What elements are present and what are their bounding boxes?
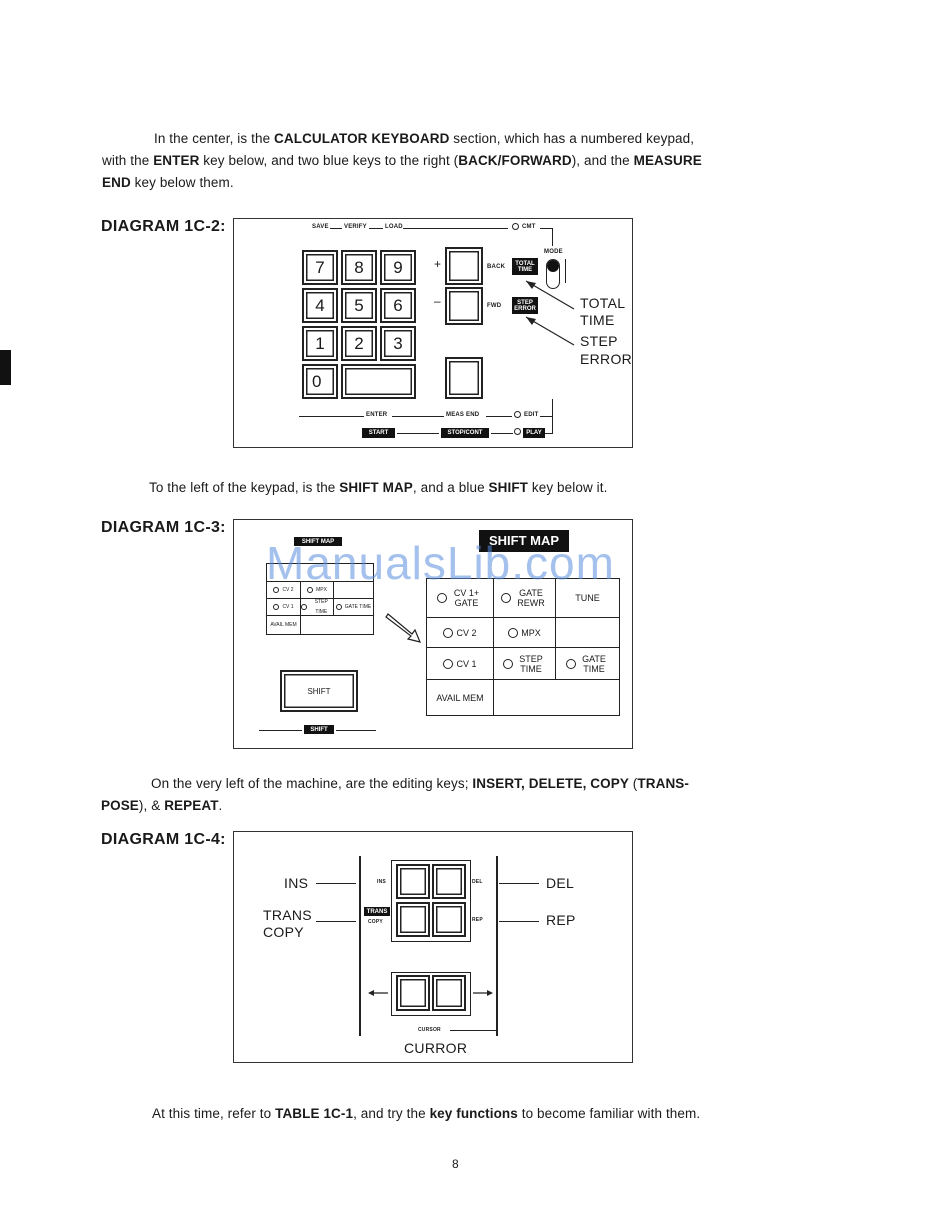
- fwd-key[interactable]: [445, 287, 483, 325]
- cursor-keys-panel: [391, 972, 471, 1016]
- intro-paragraph: In the center, is the CALCULATOR KEYBOAR…: [102, 131, 702, 190]
- small-mpx: MPX: [316, 587, 327, 593]
- enter-key[interactable]: [341, 364, 416, 399]
- gate-time-cell: GATE TIME: [582, 653, 606, 674]
- key-8[interactable]: 8: [341, 250, 377, 285]
- cv2-cell: CV 2: [456, 627, 477, 638]
- small-avail-mem: AVAIL MEM: [270, 622, 297, 628]
- key-3[interactable]: 3: [380, 326, 416, 361]
- diagram-1c4-label: DIAGRAM 1C-4:: [101, 831, 226, 848]
- callout-error: ERROR: [580, 351, 633, 367]
- play-chip: PLAY: [523, 428, 545, 438]
- small-cv1: CV 1: [282, 604, 294, 610]
- key-9[interactable]: 9: [380, 250, 416, 285]
- final-paragraph: At this time, refer to TABLE 1C-1, and t…: [152, 1106, 701, 1121]
- cursor-right-key[interactable]: [432, 975, 466, 1011]
- key-0[interactable]: 0: [302, 364, 338, 399]
- shift-key[interactable]: SHIFT: [280, 670, 358, 712]
- mode-switch[interactable]: [546, 259, 560, 289]
- key-7[interactable]: 7: [302, 250, 338, 285]
- cursor-left-arrow-icon: [368, 990, 388, 996]
- plus-sign: +: [434, 257, 442, 271]
- curror-label: CURROR: [404, 1040, 468, 1056]
- callout-time: TIME: [580, 312, 615, 328]
- meas-end-label: MEAS END: [446, 412, 480, 418]
- trans-chip: TRANS: [364, 907, 390, 916]
- del-label: DEL: [546, 875, 575, 891]
- ins-key[interactable]: [396, 864, 430, 899]
- small-gate-time: GATE TIME: [344, 604, 372, 610]
- diagram-1c3-label: DIAGRAM 1C-3:: [101, 519, 226, 536]
- key-2[interactable]: 2: [341, 326, 377, 361]
- callout-total: TOTAL: [580, 295, 626, 311]
- key-4[interactable]: 4: [302, 288, 338, 323]
- key-5[interactable]: 5: [341, 288, 377, 323]
- shift-chip: SHIFT: [304, 725, 334, 734]
- ins-label: INS: [284, 875, 309, 891]
- diagram-1c2-frame: SAVE VERIFY LOAD CMT MODE 7 8 9 4 5 6 1 …: [233, 218, 633, 448]
- cv1-gate-cell: CV 1+ GATE: [453, 588, 480, 608]
- rep-label: REP: [546, 912, 576, 928]
- del-key[interactable]: [432, 864, 466, 899]
- diagram-1c4-frame: INS TRANS COPY DEL REP INS DEL TRANS COP…: [233, 831, 633, 1063]
- small-shift-map-title: SHIFT MAP: [294, 537, 342, 546]
- ins-small-label: INS: [377, 879, 386, 885]
- minus-sign: –: [434, 294, 441, 308]
- callout-arrows: [525, 280, 575, 346]
- gate-rewr-cell: GATE REWR: [517, 588, 545, 608]
- rep-small-label: REP: [472, 917, 483, 923]
- fwd-label: FWD: [487, 303, 502, 309]
- save-label: SAVE: [312, 224, 329, 230]
- verify-label: VERIFY: [344, 224, 367, 230]
- cmt-label: CMT: [512, 223, 536, 230]
- copy-key[interactable]: [396, 902, 430, 937]
- small-step-time: STEP TIME: [314, 599, 328, 615]
- page-edge-tab: [0, 350, 11, 385]
- del-small-label: DEL: [472, 879, 483, 885]
- enter-label: ENTER: [366, 412, 388, 418]
- page-number: 8: [452, 1157, 459, 1171]
- mode-label: MODE: [544, 249, 563, 255]
- rep-key[interactable]: [432, 902, 466, 937]
- callout-step: STEP: [580, 333, 618, 349]
- cursor-small-label: CURSOR: [418, 1027, 441, 1033]
- small-cv2: CV 2: [282, 587, 294, 593]
- load-label: LOAD: [385, 224, 403, 230]
- big-shift-map: CV 1+ GATE GATE REWR TUNE CV 2 MPX CV 1 …: [426, 578, 620, 716]
- back-label: BACK: [487, 264, 506, 270]
- play-led: [514, 428, 521, 435]
- diagram-1c3-frame: SHIFT MAP CV 2 MPX CV 1 STEP TIME GATE T…: [233, 519, 633, 749]
- copy-label: COPY: [263, 924, 304, 940]
- copy-small-label: COPY: [368, 919, 383, 925]
- shift-paragraph: To the left of the keypad, is the SHIFT …: [149, 480, 608, 495]
- stop-cont-chip: STOP/CONT: [441, 428, 489, 438]
- tune-cell: TUNE: [575, 593, 600, 603]
- watermark: ManualsLib.com: [266, 537, 615, 589]
- cv1-cell: CV 1: [456, 658, 477, 669]
- key-1[interactable]: 1: [302, 326, 338, 361]
- start-chip: START: [362, 428, 395, 438]
- trans-label: TRANS: [263, 907, 312, 923]
- edit-keys-panel: [391, 860, 471, 942]
- step-error-chip: STEP ERROR: [512, 297, 538, 314]
- meas-end-key[interactable]: [445, 357, 483, 399]
- total-time-chip: TOTAL TIME: [512, 258, 538, 275]
- step-time-cell: STEP TIME: [519, 653, 543, 674]
- mpx-cell: MPX: [521, 627, 541, 638]
- avail-mem-cell: AVAIL MEM: [436, 692, 484, 703]
- cursor-right-arrow-icon: [473, 990, 493, 996]
- edit-paragraph: On the very left of the machine, are the…: [101, 776, 690, 813]
- diagram-1c2-label: DIAGRAM 1C-2:: [101, 218, 226, 235]
- back-key[interactable]: [445, 247, 483, 285]
- big-shift-map-title: SHIFT MAP: [479, 530, 569, 552]
- cursor-left-key[interactable]: [396, 975, 430, 1011]
- key-6[interactable]: 6: [380, 288, 416, 323]
- small-shift-map: CV 2 MPX CV 1 STEP TIME GATE TIME AVAIL …: [266, 563, 374, 635]
- edit-label: EDIT: [514, 411, 538, 418]
- zoom-arrow-icon: [385, 613, 422, 643]
